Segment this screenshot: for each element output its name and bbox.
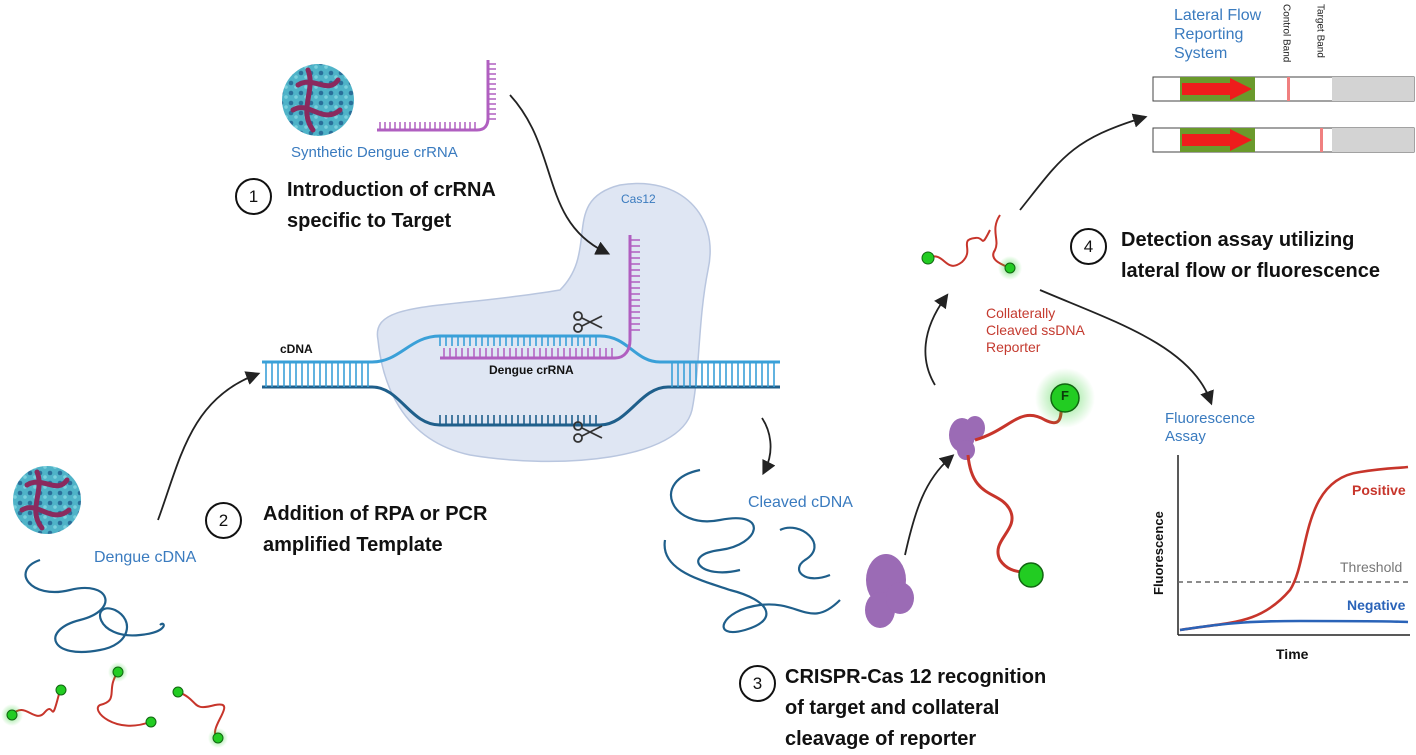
flow-arrows xyxy=(157,94,1214,556)
lateral-flow-line: Lateral Flow xyxy=(1174,7,1262,24)
synthetic-crrna xyxy=(377,60,496,132)
cas12-complex-small xyxy=(865,554,914,628)
scissors-icon-bottom xyxy=(573,421,603,443)
reporters-bottom-left xyxy=(1,662,228,748)
step-line: amplified Template xyxy=(263,534,443,556)
fluorescence-assay-label: Fluorescence Assay xyxy=(1165,410,1255,446)
dengue-cdna-label: Dengue cDNA xyxy=(94,549,197,566)
lateral-flow-strip-2 xyxy=(1152,127,1415,153)
negative-curve xyxy=(1179,619,1409,632)
dengue-virus-top xyxy=(282,64,354,136)
cdna-duplex xyxy=(262,334,780,427)
fluorophore-letter: F xyxy=(1061,388,1069,403)
fluorescence-chart xyxy=(1177,455,1410,636)
step-3-number: 3 xyxy=(739,665,776,702)
lateral-flow-strip-1 xyxy=(1152,76,1415,102)
step-line: Introduction of crRNA xyxy=(287,179,496,201)
step-4-text: Detection assay utilizing lateral flow o… xyxy=(1121,225,1380,287)
step-line: Addition of RPA or PCR xyxy=(263,503,488,525)
lateral-flow-label: Lateral Flow Reporting System xyxy=(1174,6,1261,63)
cas12-label: Cas12 xyxy=(621,192,656,206)
cleaved-reporter xyxy=(921,214,1022,280)
step-3-text: CRISPR-Cas 12 recognition of target and … xyxy=(785,662,1046,755)
cas12-protein xyxy=(376,182,711,463)
cdna-label: cDNA xyxy=(280,342,313,356)
fluorescence-assay-line: Assay xyxy=(1165,428,1206,445)
reporter-bound-complex xyxy=(949,368,1095,588)
threshold-label: Threshold xyxy=(1340,559,1403,575)
step-line: cleavage of reporter xyxy=(785,728,977,750)
step-line: CRISPR-Cas 12 recognition xyxy=(785,666,1047,688)
step-2-text: Addition of RPA or PCR amplified Templat… xyxy=(263,499,487,561)
crrna-in-cas12 xyxy=(440,235,640,360)
fluorescence-assay-line: Fluorescence xyxy=(1165,410,1256,427)
target-band-label: Target Band xyxy=(1314,4,1326,58)
collateral-reporter-line: Collaterally xyxy=(986,305,1056,321)
collateral-reporter-line: Reporter xyxy=(986,339,1041,355)
scissors-icon-top xyxy=(573,311,603,333)
step-2-number: 2 xyxy=(205,502,242,539)
cleaved-cdna-label: Cleaved cDNA xyxy=(748,494,853,511)
step-1-number: 1 xyxy=(235,178,272,215)
step-line: specific to Target xyxy=(287,210,452,232)
step-4-number: 4 xyxy=(1070,228,1107,265)
positive-curve xyxy=(1179,465,1409,632)
collateral-reporter-line: Cleaved ssDNA xyxy=(986,322,1085,338)
dengue-virus-left xyxy=(13,466,81,534)
step-line: Detection assay utilizing xyxy=(1121,229,1355,251)
cleaved-cdna-fragments xyxy=(663,468,841,633)
synthetic-crrna-label: Synthetic Dengue crRNA xyxy=(291,144,458,161)
chart-xlabel: Time xyxy=(1276,646,1309,662)
positive-label: Positive xyxy=(1352,482,1406,498)
lateral-flow-line: System xyxy=(1174,45,1228,62)
fluorophore-f xyxy=(1050,383,1080,413)
step-1-text: Introduction of crRNA specific to Target xyxy=(287,175,496,237)
chart-ylabel: Fluorescence xyxy=(1151,511,1166,595)
dengue-crrna-label: Dengue crRNA xyxy=(489,363,574,377)
lateral-flow-line: Reporting xyxy=(1174,26,1244,43)
collateral-reporter-label: Collaterally Cleaved ssDNA Reporter xyxy=(986,305,1085,356)
control-band-label: Control Band xyxy=(1280,4,1292,63)
step-line: of target and collateral xyxy=(785,697,1000,719)
negative-label: Negative xyxy=(1347,597,1406,613)
step-line: lateral flow or fluorescence xyxy=(1121,260,1380,282)
dengue-cdna-strand xyxy=(24,558,165,654)
